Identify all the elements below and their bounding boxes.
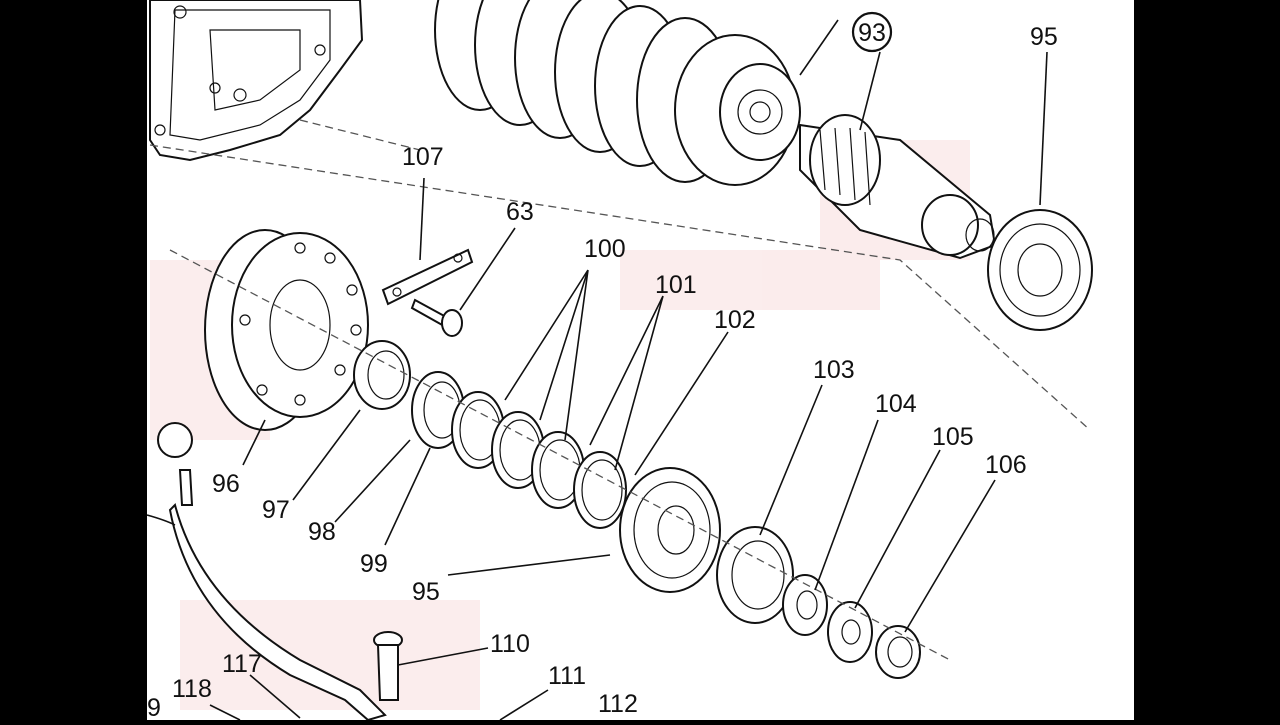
bolt-63 xyxy=(410,298,463,337)
pinion-shaft xyxy=(799,114,997,260)
plate-107 xyxy=(381,248,474,306)
nut-106 xyxy=(875,625,921,679)
label-104: 104 xyxy=(875,390,917,418)
label-63: 63 xyxy=(506,198,534,226)
label-95-upper: 95 xyxy=(1030,23,1058,51)
label-95-lower: 95 xyxy=(412,578,440,606)
label-112: 112 xyxy=(598,690,638,718)
label-100: 100 xyxy=(584,235,626,263)
bearing-95-upper xyxy=(987,209,1093,331)
label-9: 9 xyxy=(147,694,161,720)
lockwasher-105 xyxy=(827,601,873,663)
bolt-110 xyxy=(373,631,403,701)
part-labels: 95 107 63 100 101 102 103 104 105 106 96… xyxy=(147,23,1058,722)
label-101: 101 xyxy=(655,271,697,299)
transmission-housing xyxy=(149,0,364,162)
flange-96 xyxy=(204,229,369,431)
leader-lines xyxy=(209,19,1048,721)
clutch-disc-stack xyxy=(434,0,801,186)
label-102: 102 xyxy=(714,306,756,334)
bearing-95-lower xyxy=(619,467,721,593)
callout-circle xyxy=(851,11,893,53)
label-111: 111 xyxy=(548,662,586,690)
label-117: 117 xyxy=(222,650,262,678)
label-97: 97 xyxy=(262,496,290,524)
label-110: 110 xyxy=(490,630,530,658)
callout-93: 93 xyxy=(858,19,886,47)
gear-103 xyxy=(716,526,794,624)
label-96: 96 xyxy=(212,470,240,498)
label-99: 99 xyxy=(360,550,388,578)
label-98: 98 xyxy=(308,518,336,546)
shim-rings xyxy=(411,371,627,529)
label-106: 106 xyxy=(985,451,1027,479)
label-107: 107 xyxy=(402,143,444,171)
axis-lines xyxy=(149,119,1091,661)
label-103: 103 xyxy=(813,356,855,384)
label-105: 105 xyxy=(932,423,974,451)
label-118: 118 xyxy=(172,675,212,703)
ring-97 xyxy=(353,340,411,410)
